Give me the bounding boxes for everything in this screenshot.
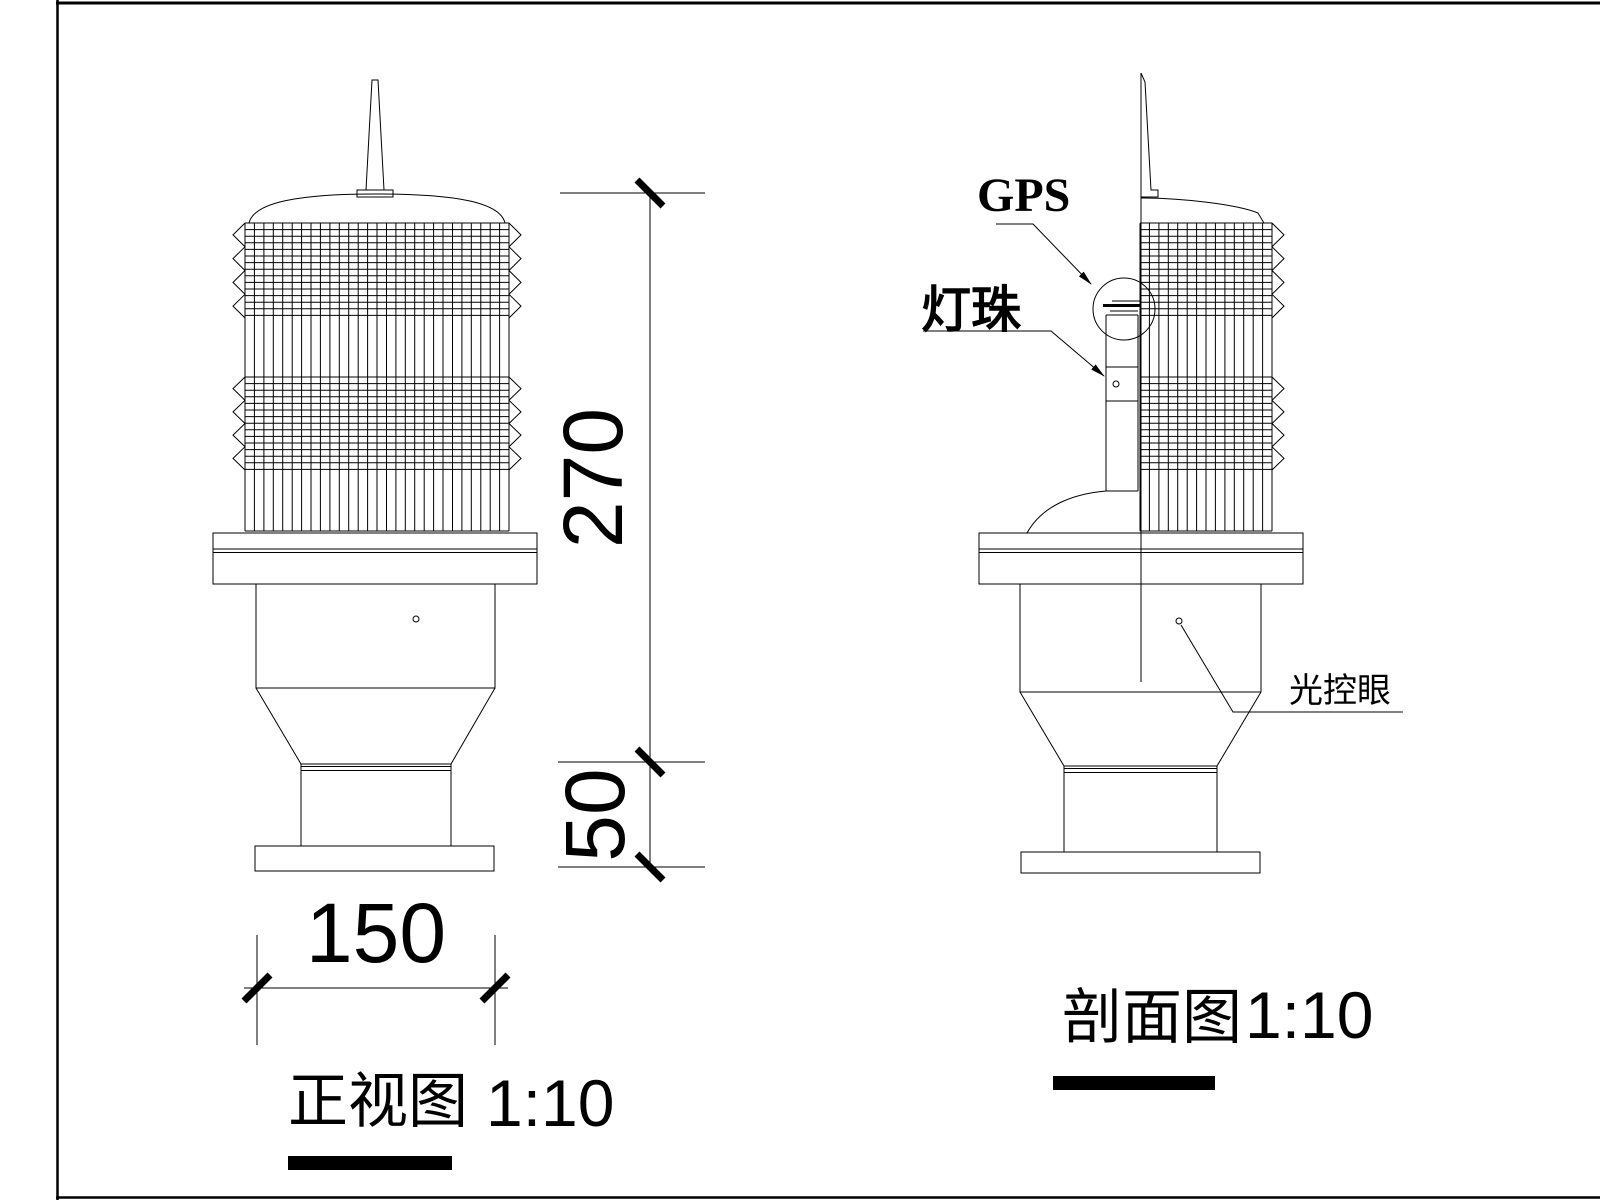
front-view-scale: 1:10	[486, 1066, 614, 1140]
base-cylinder-section	[1063, 765, 1218, 853]
light-control-eye-label: 光控眼	[1289, 672, 1391, 710]
callout-annotations: GPS 灯珠 光控眼	[921, 169, 1403, 713]
dimension-value-270: 270	[546, 408, 640, 548]
lens-dome-cap	[248, 193, 506, 224]
lamp-column	[1105, 314, 1139, 492]
section-title-underline-bar	[1053, 1076, 1215, 1090]
front-view-title: 正视图	[288, 1068, 468, 1135]
dimension-value-50: 50	[548, 768, 642, 861]
antenna-base-flange	[356, 189, 394, 198]
dimension-annotations: 270 50 150	[241, 177, 705, 1045]
gps-detail-circle	[1092, 277, 1156, 341]
housing-body-section	[1019, 583, 1262, 693]
fresnel-lens-grid	[232, 222, 522, 532]
dimension-tick	[479, 972, 511, 1004]
fresnel-lens-grid-half	[1139, 222, 1285, 532]
section-view-scale: 1:10	[1245, 978, 1373, 1052]
antenna-half-outline	[1140, 72, 1159, 198]
lens-dome-cap-half	[1140, 197, 1265, 224]
taper-left-edge	[255, 687, 302, 765]
taper-right-edge	[1216, 691, 1262, 767]
gps-label: GPS	[977, 169, 1070, 222]
photocell-hole	[1175, 617, 1183, 625]
cylinder-outline	[300, 763, 452, 847]
taper-left-edge	[1019, 691, 1065, 767]
front-view-drawing	[212, 79, 538, 872]
front-title-underline-bar	[288, 1156, 452, 1170]
upper-mount-flange	[212, 532, 538, 585]
light-control-eye-leader-line	[1180, 624, 1403, 713]
dimension-tick	[634, 746, 666, 778]
inner-reflector-dome	[1026, 490, 1107, 534]
lamp-bead-marker	[1112, 380, 1120, 388]
base-plate	[254, 845, 495, 872]
gps-leader-line	[996, 223, 1092, 285]
sheet-border-frame	[56, 0, 1600, 1200]
gps-module	[1092, 277, 1156, 341]
base-plate-section	[1020, 851, 1261, 874]
dimension-tick	[634, 851, 666, 883]
antenna-outline	[365, 79, 385, 191]
taper-right-edge	[450, 687, 496, 765]
dimension-tick	[241, 972, 273, 1004]
photocell-hole	[412, 615, 420, 623]
dimension-tick	[634, 177, 666, 209]
housing-body	[255, 583, 496, 689]
base-cylinder	[300, 763, 452, 847]
view-titles: 正视图 1:10 剖面图 1:10	[288, 978, 1373, 1170]
cylinder-outline	[1063, 765, 1218, 853]
section-view-title: 剖面图	[1062, 984, 1242, 1051]
dimension-value-150: 150	[306, 886, 446, 980]
lamp-bead-leader-line	[923, 330, 1105, 377]
lamp-bead-label: 灯珠	[921, 282, 1022, 338]
section-view-drawing	[978, 72, 1304, 874]
flange-outline	[212, 532, 538, 585]
